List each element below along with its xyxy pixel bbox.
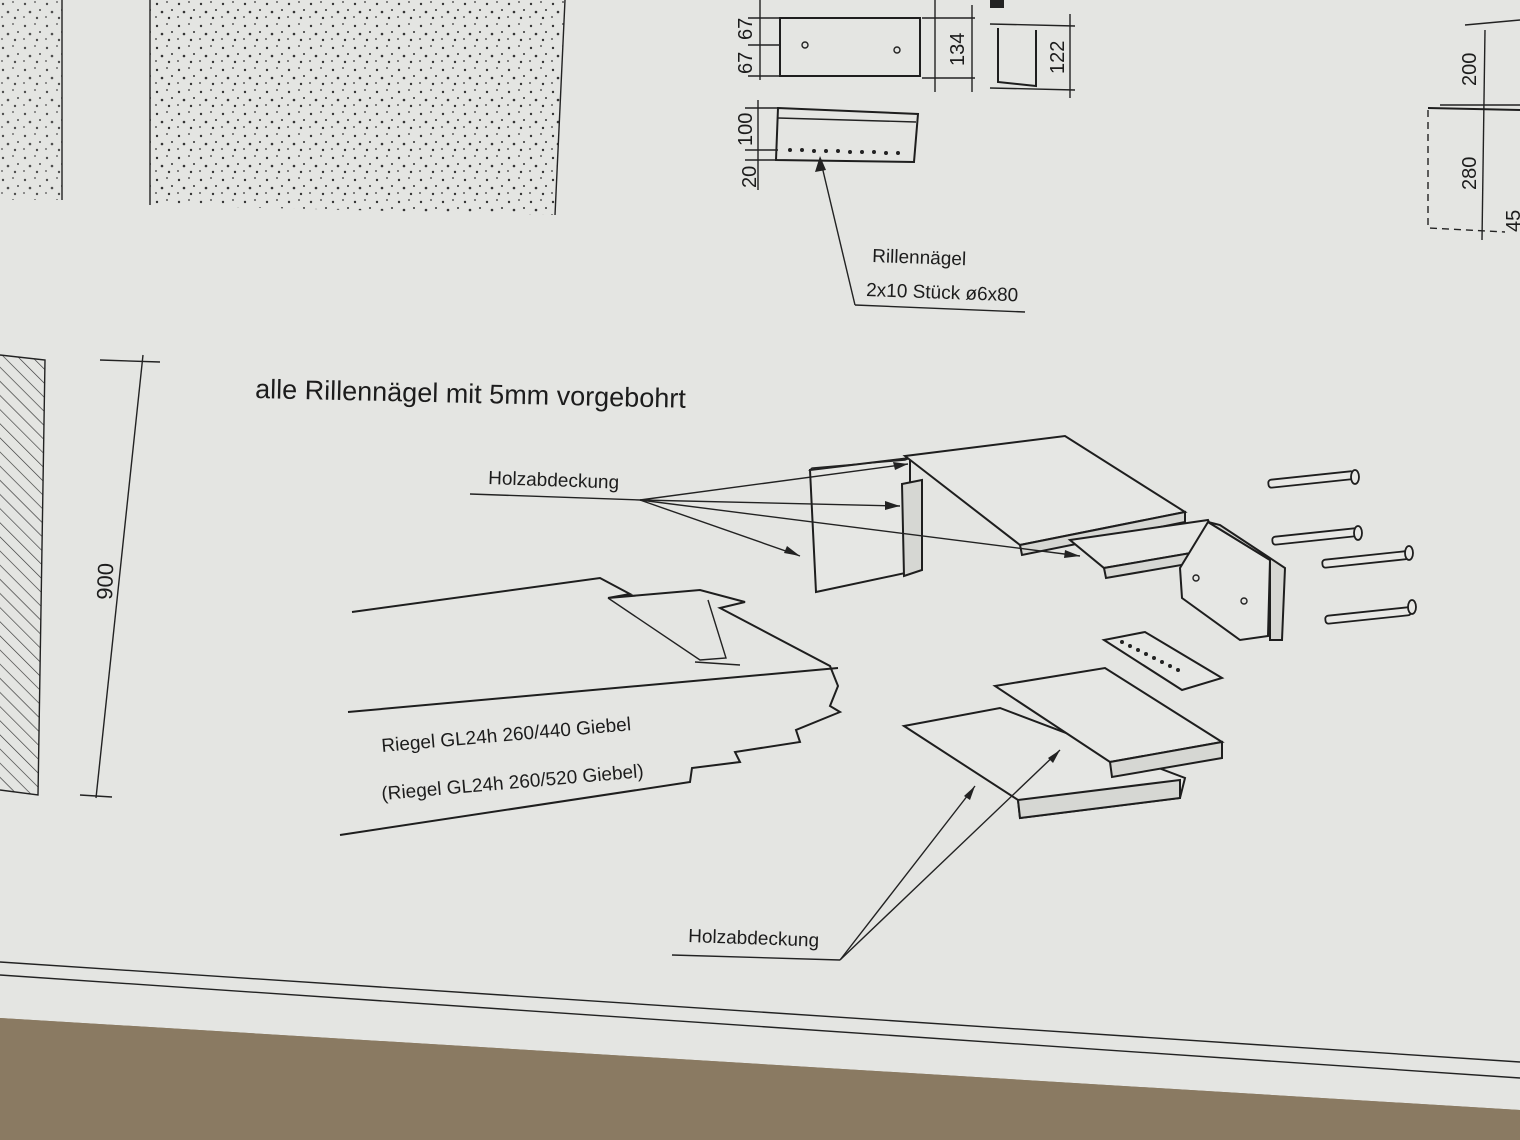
stippled-panels [0,0,566,216]
right-edge-detail: 200 280 45 [1427,19,1520,241]
dim-900-label: 900 [92,563,118,601]
grooved-nails [1267,469,1417,625]
dim-134: 134 [947,33,969,66]
paper-sheet [0,0,1520,1110]
wood-surface [0,1018,1520,1140]
title-frame-lines [0,961,1520,1079]
dim-67b: 67 [735,18,757,40]
holzabdeckung-bottom-callout: Holzabdeckung [671,749,1061,961]
holzabdeckung-top-label: Holzabdeckung [488,468,620,494]
dim-67a: 67 [735,52,757,74]
dim-20: 20 [739,166,761,188]
holzabdeckung-top-callout: Holzabdeckung [469,462,1081,558]
lower-cover-assembly [901,630,1225,820]
holzabdeckung-bottom-label: Holzabdeckung [688,926,820,952]
dim-122: 122 [1047,41,1069,74]
dim-45: 45 [1503,210,1520,232]
dimension-900: 900 [79,354,161,799]
nail-callout-line1: Rillennägel [872,246,967,270]
dim-280: 280 [1459,157,1481,190]
hatched-wall-section [0,354,46,796]
dim-100: 100 [735,113,757,146]
upper-cover-assembly [808,434,1287,642]
nail-plate-views: 67 67 134 122 100 20 [735,0,1076,190]
dim-200: 200 [1459,53,1481,86]
